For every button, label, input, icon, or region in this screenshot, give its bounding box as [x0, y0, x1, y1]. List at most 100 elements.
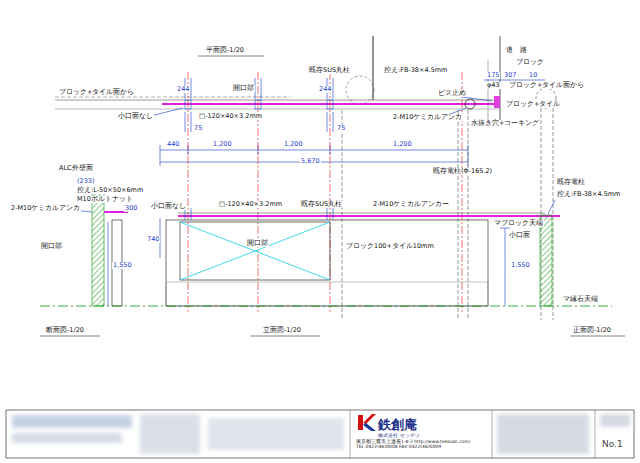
callout-label: 2-M10ケミカルアンカ [392, 114, 463, 121]
plan-view-part [488, 60, 489, 120]
elevation-view-part [180, 222, 330, 280]
callout-label: 小口面なし [150, 203, 187, 210]
centre-line-part [188, 72, 189, 312]
callout-label: マ縁石天端 [562, 296, 599, 303]
dimension-label: 1,550 [112, 262, 133, 269]
callout-label: □-120×40×3.2mm [198, 113, 263, 120]
dimension-label: 75 [193, 125, 203, 132]
company-logo-part [363, 414, 376, 424]
callout-label: 既存SUS丸柱 [308, 67, 351, 74]
plan-view-part-part [327, 112, 328, 132]
cell-title: 鉄創庵 [354, 418, 488, 433]
plan-view-part-part [191, 112, 192, 132]
elevation-view-part [178, 213, 545, 214]
callout-label: マブロック天端 [493, 220, 544, 227]
callout-label: 水抜き穴+コーキング [470, 120, 540, 127]
dimension-label: 1,200 [212, 141, 233, 148]
front-view-underline [570, 336, 625, 337]
dimension-label: 1,550 [510, 262, 531, 269]
elevation-view-part-part [505, 228, 506, 306]
plan-view-part [55, 109, 500, 110]
hidden-line [342, 108, 553, 320]
centre-line-part [462, 72, 463, 312]
sheet-number-cell: No.1 [597, 431, 633, 457]
cell-title: No.1 [600, 439, 630, 449]
plan-view-part-part [333, 78, 334, 99]
plan-view-part-part [160, 150, 468, 151]
dimension-label: (233) [76, 178, 95, 185]
dimension-label: 244 [318, 86, 332, 93]
plan-view-part-part [333, 112, 334, 132]
title-block-part-part [140, 414, 200, 454]
ground-line [40, 306, 612, 307]
elevation-view-part-part [327, 208, 328, 220]
callout-label: 控え:FB-38×4.5mm [556, 191, 621, 198]
cell-text: 株式会社 セッテツ [354, 433, 488, 439]
callout-label: 正面図-1/20 [572, 327, 612, 334]
callout-label: ブロック+タイル [505, 101, 561, 108]
callout-label: 2-M10ケミカルアンカー [372, 201, 450, 208]
plan-view [55, 36, 556, 166]
company-logo [358, 414, 376, 431]
elevation-view [160, 200, 560, 336]
callout-label: ブロック+タイル面から [508, 82, 585, 89]
dimension-label: 10 [528, 72, 538, 79]
company-logo-part [363, 423, 376, 431]
plan-view-part [198, 56, 264, 57]
plan-view-part [494, 96, 500, 108]
callout-label: ブロック+タイル面から [58, 89, 135, 96]
elevation-view-part [180, 222, 330, 280]
title-block-part-part [600, 414, 630, 427]
plan-view-part-part [462, 97, 492, 101]
title-block-part [350, 410, 351, 458]
callout-label: 既存SUS丸柱 [300, 201, 343, 208]
section-view-part [108, 222, 109, 306]
plan-view-part-part [191, 78, 192, 99]
dimension-label: 307 [503, 72, 517, 79]
elevation-view-part-part [333, 208, 334, 220]
callout-label: ビス止め [437, 90, 467, 97]
title-block-part [12, 414, 630, 454]
dimension-label: 300 [124, 205, 138, 212]
title-block-cell: 鉄創庵株式会社 セッテツ東京都三鷹市上連雀1-8-2 http://www.te… [352, 412, 490, 456]
elevation-view-part-part [191, 208, 192, 220]
plan-view-part [55, 100, 500, 101]
dimension-label: 1,200 [283, 141, 304, 148]
plan-view-part [162, 103, 495, 105]
title-block-part-part [12, 433, 122, 443]
section-view-part [92, 190, 104, 306]
dimension-label: 75 [336, 125, 346, 132]
title-block-part [595, 410, 596, 458]
dimension-label: 244 [176, 86, 190, 93]
callout-label: 開口部 [232, 85, 255, 92]
plan-view-part [150, 78, 545, 166]
plan-view-part-part [484, 80, 545, 81]
callout-label: 控え:L-50×50×6mm [76, 187, 144, 194]
elevation-view-part [166, 282, 488, 306]
centre-line [188, 72, 462, 312]
elevation-view-part [160, 208, 510, 306]
company-logo-part [358, 415, 363, 430]
callout-label: 立面図-1/20 [262, 327, 302, 334]
elevation-view-part [166, 220, 488, 306]
title-block-part [492, 410, 493, 458]
callout-label: 控え:FB-38×4.5mm [383, 67, 448, 74]
callout-label: ブロック100+タイル10mm [345, 243, 435, 250]
dimension-label: 440 [166, 141, 180, 148]
callout-label: 開口部 [40, 243, 63, 250]
elevation-view-part-part [500, 228, 510, 229]
dimension-label: 5,670 [300, 158, 321, 165]
plan-view-part [373, 36, 374, 100]
elevation-view-part [178, 215, 560, 217]
elevation-view-part [250, 336, 320, 337]
callout-label: M10ボルトナット [76, 196, 134, 203]
callout-label: 平面図-1/20 [205, 47, 245, 54]
title-block-part [6, 410, 634, 458]
title-block-part-part [208, 418, 344, 450]
callout-label: 既存電柱(Φ-165.2) [432, 168, 493, 175]
elevation-view-part [180, 222, 330, 280]
elevation-view-part [548, 200, 555, 214]
title-block [6, 410, 634, 458]
hidden-line-part [553, 108, 554, 320]
plan-view-part-part [261, 78, 262, 99]
